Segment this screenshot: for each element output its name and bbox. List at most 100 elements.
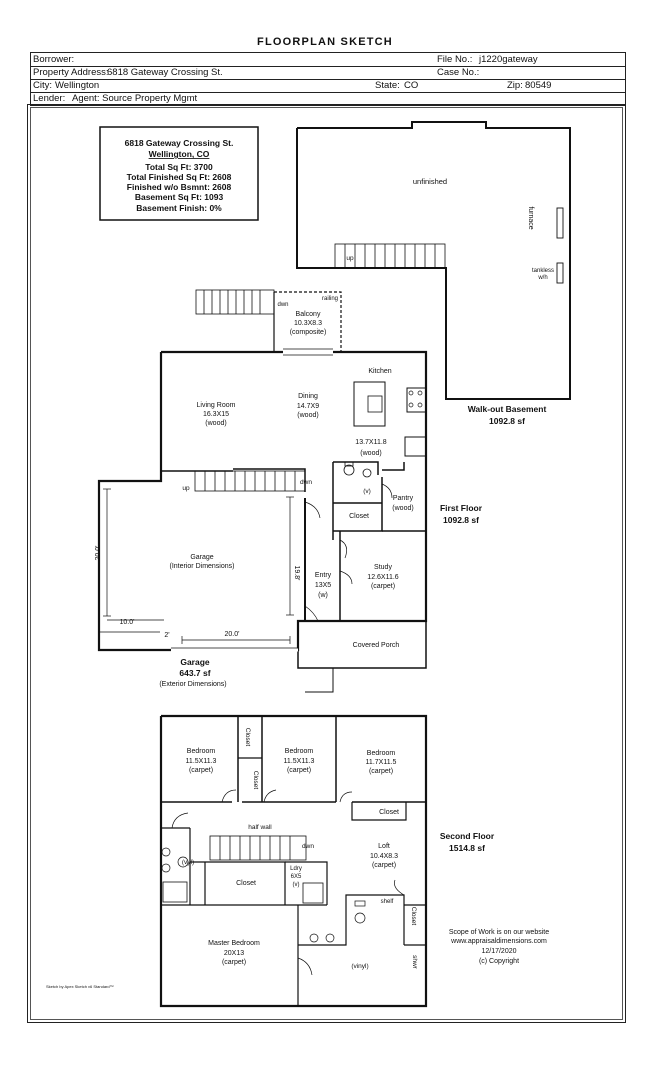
pantry-name: Pantry xyxy=(393,495,414,502)
door-swing xyxy=(381,483,393,499)
bedroom1-name: Bedroom xyxy=(187,748,216,755)
garage-area: 643.7 sf xyxy=(179,668,210,678)
range-icon xyxy=(406,387,427,413)
door-swing xyxy=(394,879,405,896)
entry-dims: 13X5 xyxy=(315,582,331,589)
railing-label: railing xyxy=(322,296,338,302)
toilet-icon xyxy=(354,912,366,924)
porch-outline xyxy=(297,621,427,669)
closet-c-label: Closet xyxy=(379,809,399,816)
furnace-icon xyxy=(556,207,564,239)
sink-icon xyxy=(325,933,335,943)
wall xyxy=(233,468,306,492)
refrigerator-icon xyxy=(404,436,427,457)
bedroom2-material: (carpet) xyxy=(287,767,311,774)
second-floor-title: Second Floor xyxy=(440,831,495,841)
balcony-name: Balcony xyxy=(296,311,321,318)
dining-material: (wood) xyxy=(297,412,318,419)
footer-copyright: (c) Copyright xyxy=(479,958,519,965)
second-floor-stair xyxy=(209,835,307,861)
file-no-label: File No.: xyxy=(437,54,473,65)
wall xyxy=(333,477,383,532)
master-bedroom-material: (carpet) xyxy=(222,959,246,966)
porch-step xyxy=(305,667,334,693)
first-floor-area: 1092.8 sf xyxy=(443,515,479,525)
property-address-label: Property Address: xyxy=(33,67,109,78)
bedroom3-name: Bedroom xyxy=(367,750,396,757)
zip-value: 80549 xyxy=(525,80,552,91)
furnace-label: furnace xyxy=(527,206,534,229)
lender-value: Agent: Source Property Mgmt xyxy=(72,93,198,104)
kitchen-island xyxy=(353,381,386,427)
door-swing xyxy=(339,539,347,559)
kitchen-label: Kitchen xyxy=(368,368,391,375)
pantry-material: (wood) xyxy=(392,505,413,512)
first-floor-title: First Floor xyxy=(440,503,483,513)
laundry-material: (v) xyxy=(293,882,300,888)
property-header: Borrower: File No.: j1220gateway Propert… xyxy=(30,52,626,106)
basement-stair xyxy=(334,243,446,269)
basement-stair-label: up xyxy=(346,255,354,262)
first-floor-stair xyxy=(194,470,306,492)
shower-label: shwr xyxy=(411,955,418,970)
master-bath-label: (vinyl) xyxy=(351,963,368,970)
door-swing xyxy=(304,501,321,519)
garage-name: Garage xyxy=(190,554,213,561)
header-row-lender: Lender: Agent: Source Property Mgmt xyxy=(31,92,625,105)
toilet-icon xyxy=(343,464,355,476)
footer-date: 12/17/2020 xyxy=(481,948,516,955)
sketch-frame xyxy=(27,104,626,1023)
lender-label: Lender: xyxy=(33,93,66,104)
burner-icon xyxy=(408,390,414,396)
basement-area: 1092.8 sf xyxy=(489,416,525,426)
closet-a-label: Closet xyxy=(244,728,251,747)
state-value: CO xyxy=(404,80,419,91)
basement-outline xyxy=(296,121,571,400)
door-swing xyxy=(339,570,353,585)
laundry-wall xyxy=(285,861,328,905)
page-title: FLOORPLAN SKETCH xyxy=(257,36,393,48)
wall xyxy=(345,894,405,945)
balcony-material: (composite) xyxy=(290,329,327,336)
balcony-dims: 10.3X8.3 xyxy=(294,320,322,327)
living-room-material: (wood) xyxy=(205,420,226,427)
balcony-stair xyxy=(195,289,275,315)
living-room-dims: 16.3X15 xyxy=(203,411,229,418)
basement-room-label: unfinished xyxy=(413,177,447,186)
garage-dimension-lines xyxy=(103,488,294,644)
closet-label: Closet xyxy=(349,513,369,520)
first-stair-dwn-label: dwn xyxy=(300,479,312,486)
bedroom2-dims: 11.5X11.3 xyxy=(284,758,315,765)
bedroom3-material: (carpet) xyxy=(369,768,393,775)
property-address-value: 6818 Gateway Crossing St. xyxy=(107,67,223,78)
garage-dim-right: 19.8' xyxy=(293,566,300,581)
bedroom1-material: (carpet) xyxy=(189,767,213,774)
summary-address: 6818 Gateway Crossing St. xyxy=(125,138,234,148)
tub-icon xyxy=(162,881,188,903)
first-floor-outline xyxy=(97,350,428,652)
sink-icon xyxy=(161,863,171,873)
wh-label: w/h xyxy=(537,275,547,281)
scope-line-2: www.appraisaldimensions.com xyxy=(450,938,547,945)
city-value: Wellington xyxy=(55,80,100,91)
loft-material: (carpet) xyxy=(372,862,396,869)
loft-name: Loft xyxy=(378,843,390,850)
summary-basement-finish: Basement Finish: 0% xyxy=(136,203,222,213)
study-dims: 12.6X11.6 xyxy=(367,574,399,581)
entry-material: (w) xyxy=(318,592,328,599)
shelf-label: shelf xyxy=(381,899,394,905)
wall xyxy=(382,462,405,471)
garage-dim-bottom-left: 10.0' xyxy=(120,619,135,626)
door-swing xyxy=(297,957,313,976)
wall xyxy=(298,905,347,946)
loft-dims: 10.4X8.3 xyxy=(370,853,398,860)
master-bedroom-dims: 20X13 xyxy=(224,950,244,957)
summary-finished-sqft: Total Finished Sq Ft: 2608 xyxy=(127,172,232,182)
garage-dim-bottom: 20.0' xyxy=(225,631,240,638)
software-credit: Sketch by Apex Sketch v6 Standard™ xyxy=(46,984,114,989)
laundry-dims: 6X5 xyxy=(291,874,302,880)
door-swing xyxy=(339,791,353,803)
closet-b-label: Closet xyxy=(252,771,259,790)
dining-name: Dining xyxy=(298,393,318,400)
